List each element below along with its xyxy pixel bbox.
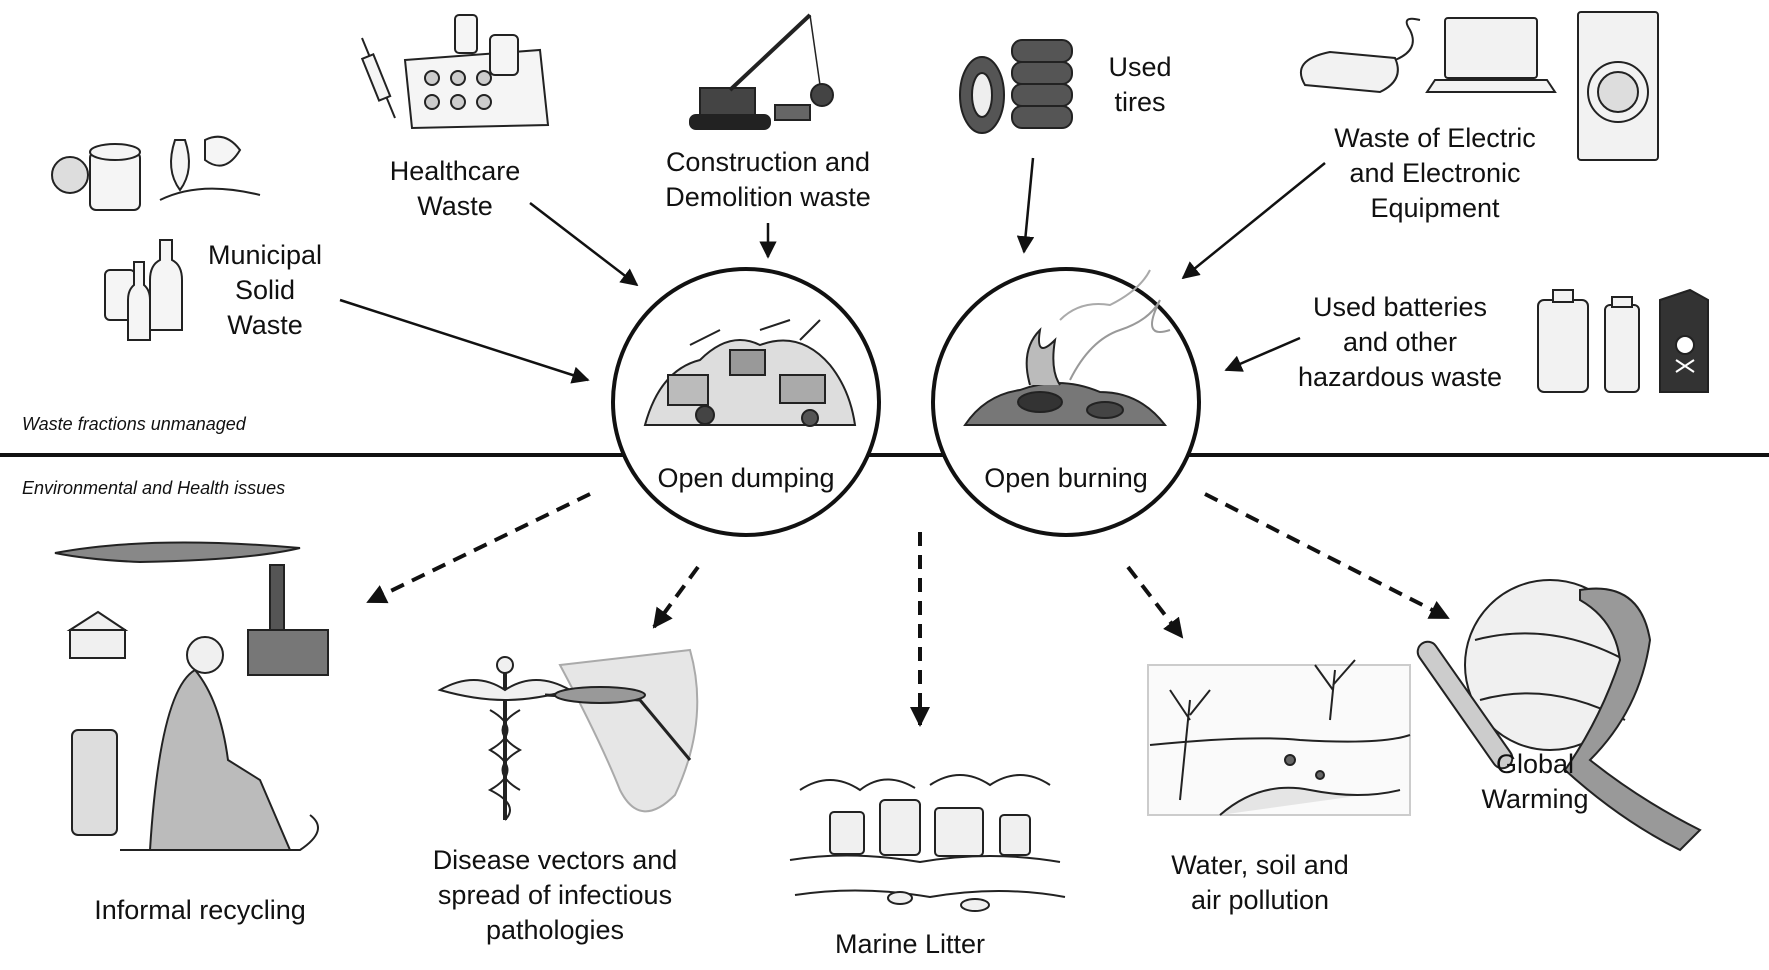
source-arrows (339, 157, 1326, 384)
informal-recycling-icon (54, 541, 329, 851)
caduceus-mosquito-icon (437, 648, 699, 821)
arrow-weee (1181, 162, 1326, 280)
fire-pile-icon (963, 269, 1171, 426)
impact-label-warming: Global Warming (1481, 749, 1589, 814)
section-label-top: Waste fractions unmanaged (22, 414, 246, 434)
arrow-tires (1016, 157, 1035, 254)
tires-icon (959, 39, 1073, 134)
open-dumping-label: Open dumping (657, 463, 835, 493)
electronics-icon (1299, 11, 1659, 161)
impact-label-marine: Marine Litter (834, 929, 986, 959)
arrow-recycling (366, 492, 591, 604)
source-label-tires: Used tires (1108, 52, 1172, 117)
medical-waste-icon (360, 14, 550, 130)
arrow-warming (1204, 492, 1450, 620)
arrow-disease (652, 565, 700, 629)
food-waste-icon (51, 135, 261, 341)
crane-icon (689, 13, 834, 130)
arrow-batteries (1224, 336, 1301, 372)
marine-litter-icon (789, 774, 1066, 912)
arrow-pollution (1126, 565, 1184, 639)
source-label-batteries: Used batteries and other hazardous waste (1297, 292, 1503, 392)
source-label-construction: Construction and Demolition waste (665, 147, 871, 212)
impact-label-recycling: Informal recycling (94, 895, 306, 925)
impact-label-disease: Disease vectors and spread of infectious… (432, 845, 678, 945)
arrow-healthcare (529, 202, 639, 287)
open-burning-label: Open burning (984, 463, 1148, 493)
batteries-icon (1537, 288, 1709, 393)
pollution-landscape-icon (1147, 659, 1411, 816)
globe-thermometer-icon (1416, 579, 1702, 852)
section-label-bottom: Environmental and Health issues (22, 478, 286, 498)
impact-arrows (366, 492, 1450, 727)
trash-pile-icon (643, 319, 857, 427)
source-label-msw: Municipal Solid Waste (207, 240, 323, 340)
impact-label-pollution: Water, soil and air pollution (1171, 850, 1349, 915)
source-label-weee: Waste of Electric and Electronic Equipme… (1334, 123, 1536, 223)
source-label-healthcare: Healthcare Waste (389, 156, 521, 221)
arrow-msw (339, 298, 590, 384)
